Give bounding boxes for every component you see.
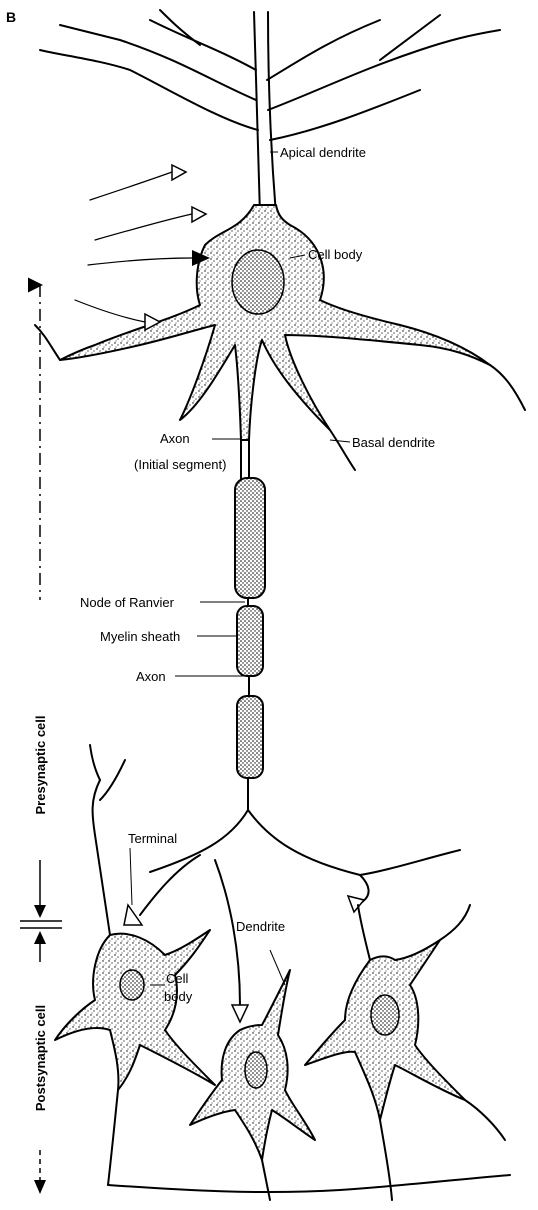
myelin-segment — [237, 696, 263, 778]
axon-collateral — [360, 850, 460, 875]
panel-letter: B — [6, 9, 16, 25]
presynaptic-neuron — [35, 10, 525, 1022]
label-apical-dendrite: Apical dendrite — [280, 145, 366, 160]
post-axon-right — [380, 1120, 392, 1200]
side-spans: Presynaptic cell Postsynaptic cell — [20, 285, 62, 1194]
incoming-fiber — [90, 172, 172, 200]
apical-branch — [150, 20, 256, 70]
label-presynaptic-cell: Presynaptic cell — [33, 716, 48, 815]
myelin-segment — [235, 478, 265, 598]
label-post-cell: Cell — [166, 971, 189, 986]
incoming-fiber — [95, 214, 192, 240]
leader-dendrite — [270, 950, 285, 985]
apical-branch — [40, 50, 258, 130]
basal-dendrite-tail — [35, 325, 60, 360]
post-axon-left — [108, 1090, 118, 1185]
label-dendrite: Dendrite — [236, 919, 285, 934]
post-dendrite-twig — [100, 760, 125, 800]
post-axon-middle — [262, 1160, 270, 1200]
postsynaptic-nucleus — [371, 995, 399, 1035]
axon-branch — [248, 810, 360, 875]
apical-branch — [268, 30, 500, 110]
label-initial-segment: (Initial segment) — [134, 457, 226, 472]
postsynaptic-nucleus — [245, 1052, 267, 1088]
apical-branch — [60, 25, 256, 100]
label-terminal: Terminal — [128, 831, 177, 846]
label-post-body: body — [164, 989, 193, 1004]
label-myelin-sheath: Myelin sheath — [100, 629, 180, 644]
underlying-process — [108, 1175, 510, 1192]
apical-branch — [270, 90, 420, 140]
myelin-segment — [237, 606, 263, 676]
label-node-of-ranvier: Node of Ranvier — [80, 595, 175, 610]
synaptic-terminal — [172, 165, 186, 180]
synaptic-terminal — [232, 1005, 248, 1022]
post-dendrite — [465, 1100, 505, 1140]
axon-collateral — [360, 875, 369, 902]
label-cell-body: Cell body — [308, 247, 363, 262]
leader-terminal — [130, 848, 132, 905]
synaptic-terminal — [348, 896, 364, 912]
presynaptic-span-arrowhead — [34, 905, 46, 918]
apical-dendrite-right-edge — [268, 12, 276, 215]
apical-dendrite-left-edge — [254, 12, 260, 215]
post-dendrite — [93, 780, 110, 935]
synaptic-terminal — [192, 207, 206, 222]
label-axon: Axon — [136, 669, 166, 684]
postsynaptic-neurons — [55, 745, 510, 1200]
basal-dendrite-tail — [490, 365, 525, 410]
post-dendrite — [358, 905, 370, 960]
post-dendrite-twig — [90, 745, 100, 780]
postsynaptic-nucleus — [120, 970, 144, 1000]
leader-basal-dendrite — [330, 440, 350, 442]
incoming-fiber — [88, 258, 192, 265]
post-dendrite — [440, 905, 470, 940]
postsynaptic-cell-body-left — [55, 930, 215, 1090]
postsynaptic-span-arrowhead-bottom — [34, 1180, 46, 1194]
label-basal-dendrite: Basal dendrite — [352, 435, 435, 450]
incoming-fiber — [75, 300, 145, 322]
label-postsynaptic-cell: Postsynaptic cell — [33, 1005, 48, 1111]
presynaptic-cell-body — [60, 205, 490, 440]
postsynaptic-span-arrowhead — [34, 931, 46, 944]
label-axon-initial: Axon — [160, 431, 190, 446]
presynaptic-nucleus — [232, 250, 284, 314]
